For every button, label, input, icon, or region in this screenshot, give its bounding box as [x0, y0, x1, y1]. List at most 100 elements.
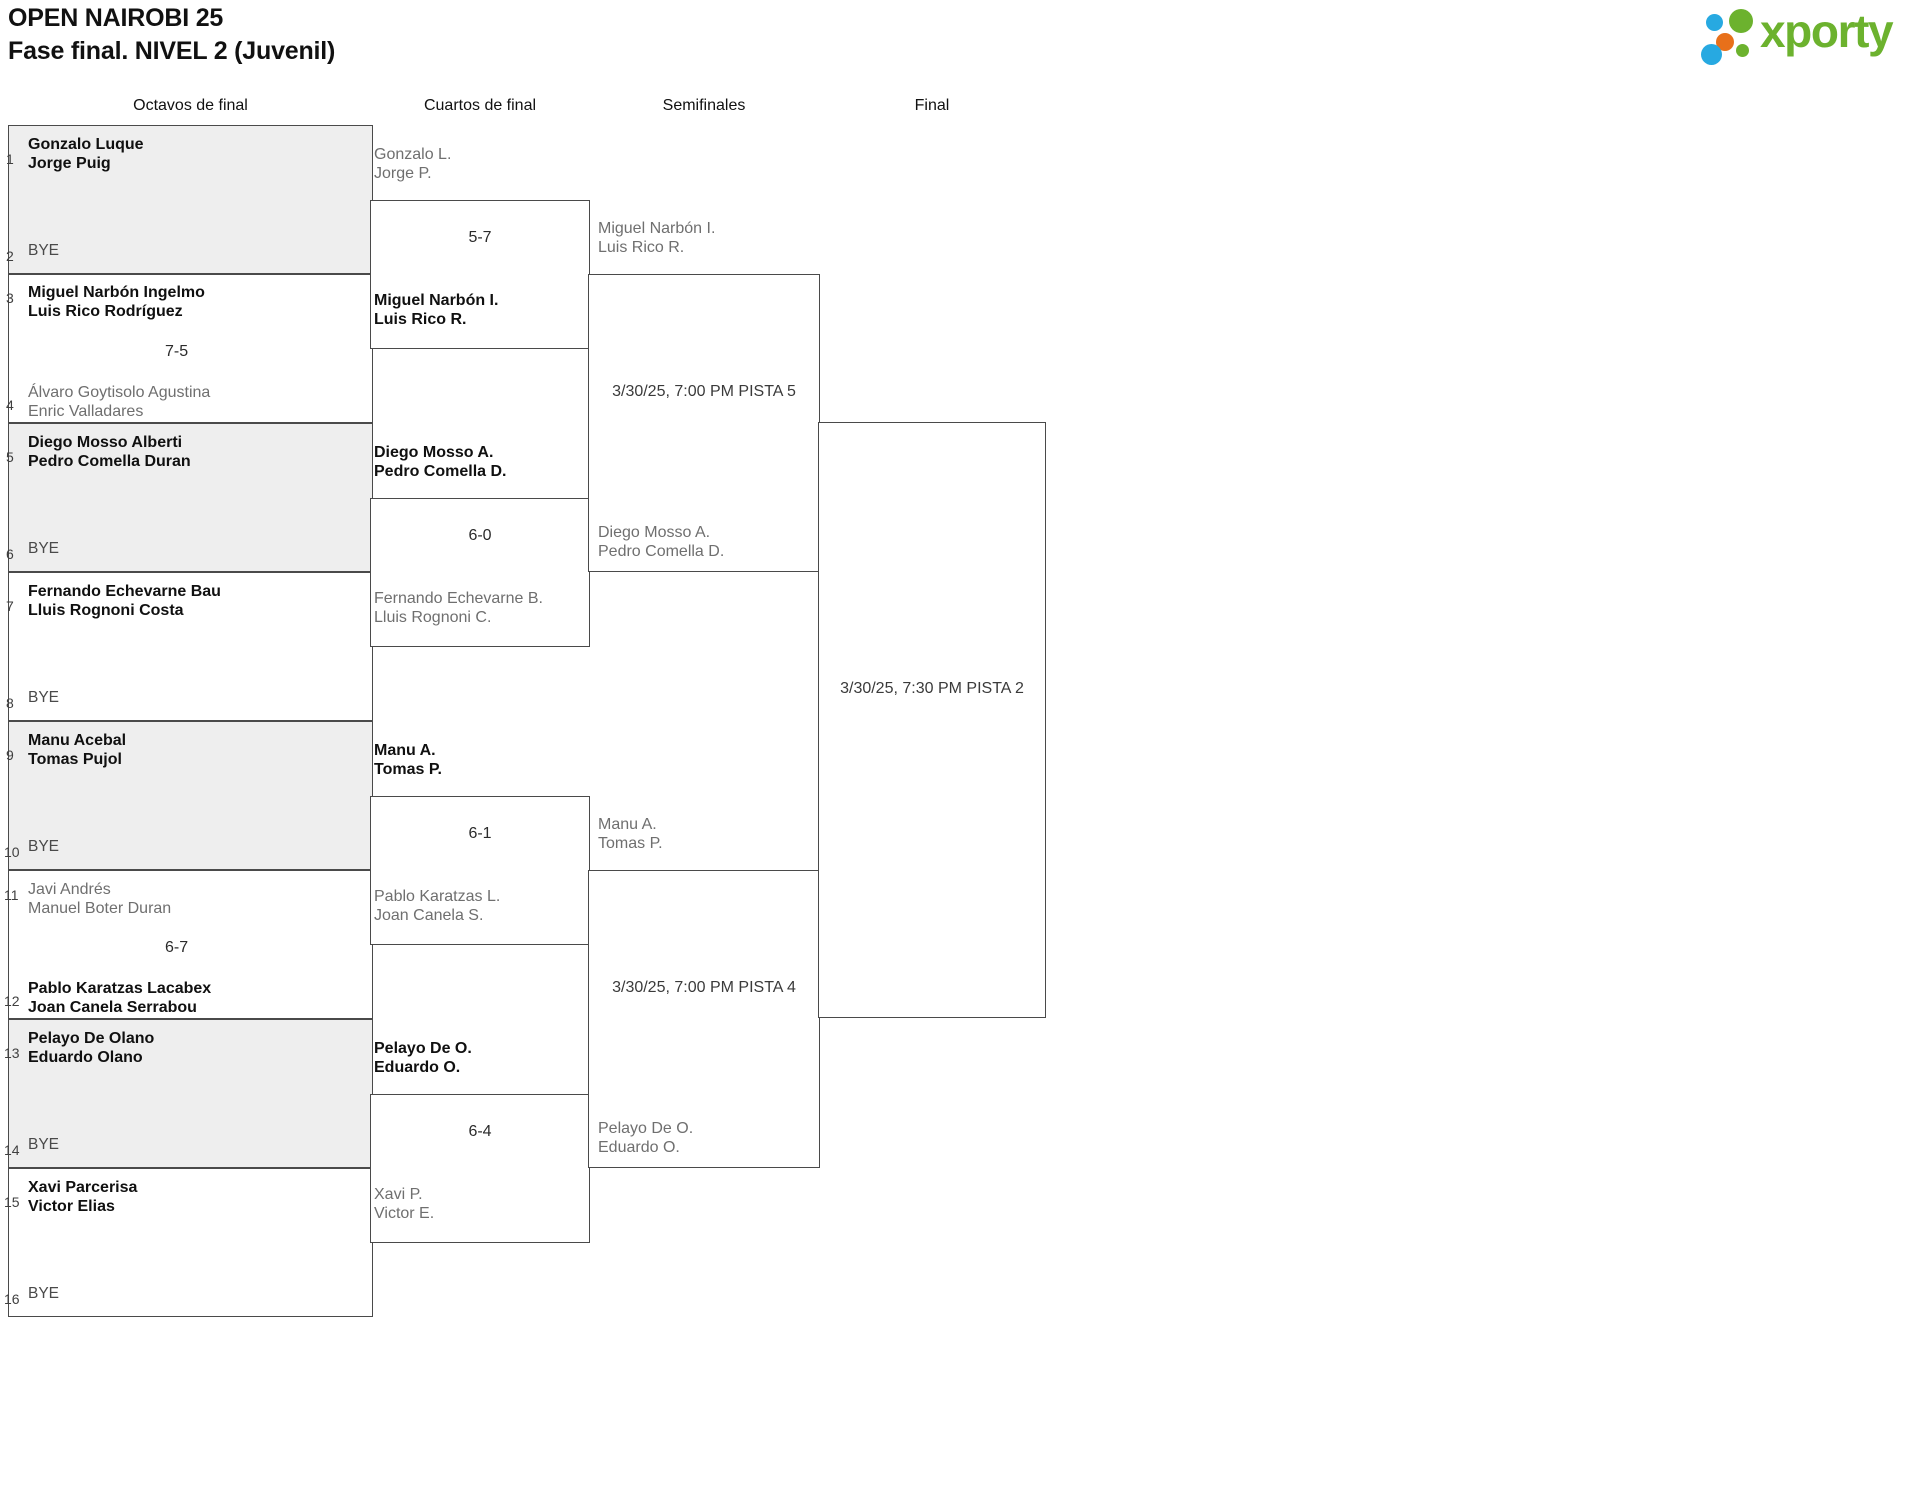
player-line: Pedro Comella Duran — [28, 453, 191, 470]
round-header-semifinales: Semifinales — [662, 97, 746, 114]
player-line: Victor E. — [374, 1205, 435, 1222]
player-line: Jorge Puig — [28, 155, 111, 172]
player-line: Pelayo De Olano — [28, 1030, 155, 1047]
seed-number: 3 — [6, 290, 14, 306]
logo-wordmark: xporty — [1760, 5, 1894, 57]
player-line: BYE — [28, 540, 60, 557]
page-title: OPEN NAIROBI 25 Fase final. NIVEL 2 (Juv… — [8, 2, 335, 68]
seed-number: 9 — [6, 747, 14, 763]
player-line: Luis Rico R. — [598, 239, 685, 256]
seed-number: 11 — [4, 887, 19, 903]
seed-number: 15 — [4, 1194, 20, 1210]
player-line: Jorge P. — [374, 165, 432, 182]
r1-match-box[interactable] — [8, 423, 373, 572]
player-line: Pelayo De O. — [598, 1120, 694, 1137]
r1-score: 6-7 — [165, 939, 189, 956]
seed-number: 16 — [4, 1291, 20, 1307]
player-line: Diego Mosso A. — [598, 524, 711, 541]
r2-match-box[interactable] — [370, 796, 590, 945]
logo-dot-blue-icon — [1706, 14, 1723, 31]
player-line: Joan Canela Serrabou — [28, 999, 197, 1016]
player-line: Lluis Rognoni Costa — [28, 602, 184, 619]
r3-match-box[interactable] — [588, 274, 820, 572]
match-schedule: 3/30/25, 7:00 PM PISTA 5 — [612, 383, 796, 400]
player-line: Diego Mosso A. — [374, 444, 494, 461]
r4-match-box[interactable] — [818, 422, 1046, 1018]
round-header-cuartos: Cuartos de final — [423, 97, 537, 114]
logo-dot-blue-lower-icon — [1701, 44, 1722, 65]
player-line: Manu Acebal — [28, 732, 127, 749]
player-line: Manu A. — [598, 816, 657, 833]
player-line: BYE — [28, 689, 60, 706]
xporty-logo[interactable]: xporty — [1698, 5, 1913, 65]
r2-match-box[interactable] — [370, 498, 590, 647]
tournament-name: OPEN NAIROBI 25 — [8, 4, 224, 32]
player-line: Diego Mosso Alberti — [28, 434, 183, 451]
player-line: Eduardo Olano — [28, 1049, 143, 1066]
seed-number: 4 — [6, 397, 14, 413]
r1-match-box[interactable] — [8, 870, 373, 1019]
match-schedule: 3/30/25, 7:00 PM PISTA 4 — [612, 979, 796, 996]
player-line: Pedro Comella D. — [598, 543, 725, 560]
player-line: Manuel Boter Duran — [28, 900, 172, 917]
player-line: Lluis Rognoni C. — [374, 609, 492, 626]
r1-match-box[interactable] — [8, 274, 373, 423]
round-header-octavos: Octavos de final — [133, 97, 248, 114]
player-line: Pedro Comella D. — [374, 463, 507, 480]
player-line: BYE — [28, 838, 60, 855]
r2-score: 6-1 — [468, 825, 492, 842]
seed-number: 14 — [4, 1142, 20, 1158]
seed-number: 13 — [4, 1045, 20, 1061]
r1-match-box[interactable] — [8, 1168, 373, 1317]
player-line: BYE — [28, 1285, 60, 1302]
r1-match-box[interactable] — [8, 572, 373, 721]
player-line: Miguel Narbón I. — [374, 292, 499, 309]
player-line: Gonzalo L. — [374, 146, 452, 163]
player-line: Pablo Karatzas L. — [374, 888, 501, 905]
player-line: Eduardo O. — [598, 1139, 680, 1156]
r2-score: 6-4 — [468, 1123, 492, 1140]
player-line: Luis Rico R. — [374, 311, 467, 328]
r2-score: 6-0 — [468, 527, 492, 544]
player-line: Enric Valladares — [28, 403, 144, 420]
r1-score: 7-5 — [165, 343, 189, 360]
tournament-phase: Fase final. NIVEL 2 (Juvenil) — [8, 37, 336, 65]
seed-number: 7 — [6, 598, 14, 614]
player-line: Manu A. — [374, 742, 436, 759]
player-line: Pablo Karatzas Lacabex — [28, 980, 212, 997]
match-schedule: 3/30/25, 7:30 PM PISTA 2 — [840, 680, 1024, 697]
seed-number: 1 — [6, 151, 14, 167]
seed-number: 10 — [4, 844, 20, 860]
player-line: Fernando Echevarne B. — [374, 590, 543, 607]
r1-match-box[interactable] — [8, 721, 373, 870]
player-line: Xavi Parcerisa — [28, 1179, 138, 1196]
r1-match-box[interactable] — [8, 1019, 373, 1168]
logo-dot-orange-icon — [1716, 33, 1734, 51]
player-line: Tomas P. — [374, 761, 442, 778]
player-line: Fernando Echevarne Bau — [28, 583, 221, 600]
r2-match-box[interactable] — [370, 200, 590, 349]
player-line: Eduardo O. — [374, 1059, 461, 1076]
player-line: Álvaro Goytisolo Agustina — [28, 384, 211, 401]
r3-match-box[interactable] — [588, 870, 820, 1168]
player-line: Javi Andrés — [28, 881, 111, 898]
player-line: Miguel Narbón Ingelmo — [28, 284, 205, 301]
round-header-final: Final — [914, 97, 950, 114]
player-line: BYE — [28, 1136, 60, 1153]
logo-dot-green-large-icon — [1729, 9, 1753, 33]
logo-dot-green-small-icon — [1736, 44, 1749, 57]
player-line: Joan Canela S. — [374, 907, 484, 924]
r1-match-box[interactable] — [8, 125, 373, 274]
seed-number: 8 — [6, 695, 14, 711]
r2-match-box[interactable] — [370, 1094, 590, 1243]
player-line: Miguel Narbón I. — [598, 220, 716, 237]
player-line: Pelayo De O. — [374, 1040, 472, 1057]
player-line: Gonzalo Luque — [28, 136, 144, 153]
seed-number: 5 — [6, 449, 14, 465]
seed-number: 6 — [6, 546, 14, 562]
player-line: Tomas Pujol — [28, 751, 122, 768]
player-line: Victor Elias — [28, 1198, 115, 1215]
r2-score: 5-7 — [468, 229, 492, 246]
player-line: BYE — [28, 242, 60, 259]
